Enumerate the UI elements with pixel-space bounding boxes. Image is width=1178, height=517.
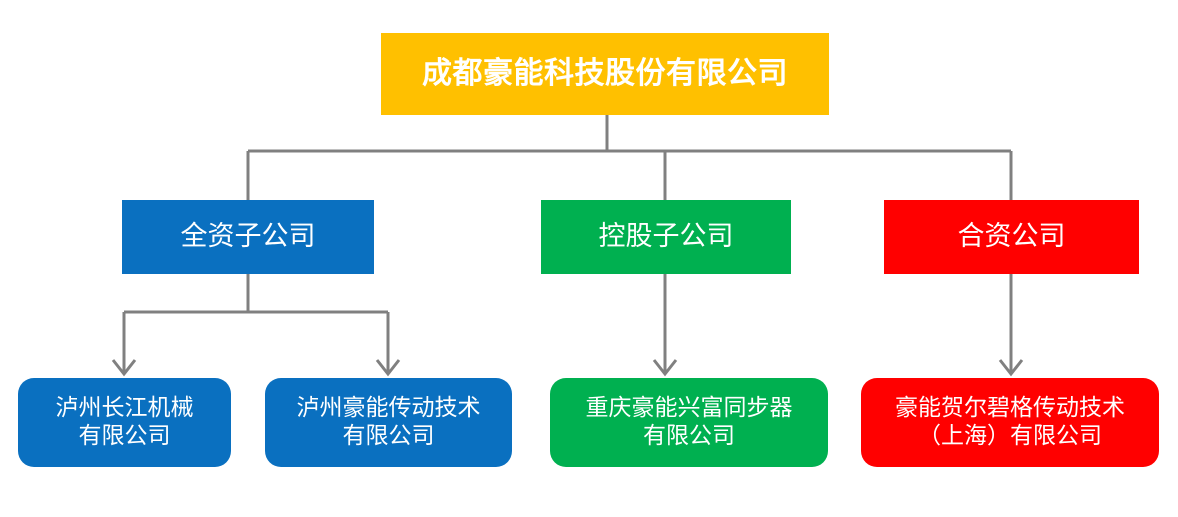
node-root-company[interactable]: 成都豪能科技股份有限公司 [381, 33, 829, 115]
arrowhead-chongqing-xingfu [652, 359, 678, 377]
node-subsidiary-chongqing-xingfu-label: 重庆豪能兴富同步器 有限公司 [585, 395, 793, 449]
arrowhead-luzhou-changjiang [111, 359, 137, 377]
node-root-company-label: 成都豪能科技股份有限公司 [422, 56, 788, 92]
node-subsidiary-chongqing-xingfu[interactable]: 重庆豪能兴富同步器 有限公司 [550, 378, 828, 467]
node-category-wholly-owned-label: 全资子公司 [180, 221, 316, 253]
node-subsidiary-luzhou-changjiang-label: 泸州长江机械 有限公司 [55, 395, 194, 449]
node-subsidiary-luzhou-haoneng[interactable]: 泸州豪能传动技术 有限公司 [265, 378, 512, 467]
node-category-wholly-owned[interactable]: 全资子公司 [122, 200, 374, 274]
node-category-holding[interactable]: 控股子公司 [541, 200, 791, 274]
arrowhead-hoerbiger-shanghai [998, 359, 1024, 377]
node-subsidiary-hoerbiger-shanghai-label: 豪能贺尔碧格传动技术 （上海）有限公司 [895, 395, 1125, 449]
node-category-holding-label: 控股子公司 [598, 221, 734, 253]
node-category-joint-venture-label: 合资公司 [957, 221, 1066, 253]
node-subsidiary-luzhou-changjiang[interactable]: 泸州长江机械 有限公司 [18, 378, 231, 467]
node-subsidiary-luzhou-haoneng-label: 泸州豪能传动技术 有限公司 [296, 395, 481, 449]
node-category-joint-venture[interactable]: 合资公司 [884, 200, 1139, 274]
node-subsidiary-hoerbiger-shanghai[interactable]: 豪能贺尔碧格传动技术 （上海）有限公司 [861, 378, 1159, 467]
arrowhead-luzhou-haoneng [375, 359, 401, 377]
